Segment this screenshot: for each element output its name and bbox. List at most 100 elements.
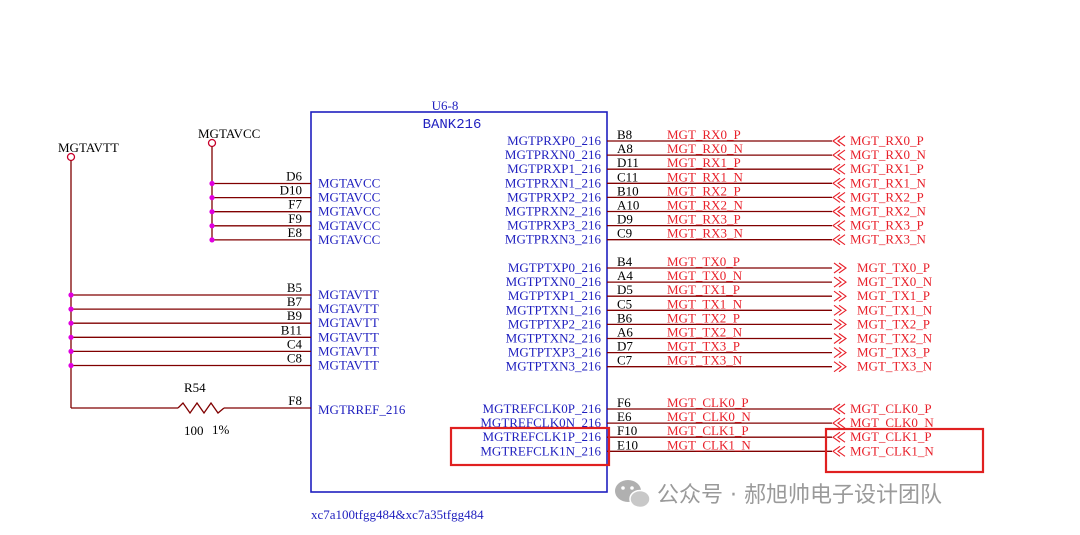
tx-port-arrow [833,304,842,316]
avtt-pin-name: MGTAVTT [318,343,379,358]
avcc-junction-dot [209,195,215,201]
rx-port-arrow [832,191,841,203]
avcc-pin-name: MGTAVCC [318,190,380,205]
tx-pin-number: A6 [617,325,633,340]
tx-port-arrow [838,304,847,316]
highlight-box-refclk1-ports [824,427,985,474]
avtt-junction-dot [68,306,74,312]
clk-pin-name: MGTREFCLK1N_216 [480,443,601,458]
rx-pin-number: A10 [617,198,639,213]
rx-port-arrow [837,177,846,189]
component-designator: U6-8 [432,98,459,113]
tx-port-arrow [838,318,847,330]
rx-pin-name: MGTPRXN1_216 [505,175,602,190]
watermark-text: 公众号 · 郝旭帅电子设计团队 [657,483,942,508]
avtt-pin-name: MGTAVTT [318,329,379,344]
clk-pin-number: F10 [617,423,637,438]
rx-net-label: MGT_RX1_P [667,155,741,170]
mgtavcc-label: MGTAVCC [198,126,260,141]
tx-pin-number: B6 [617,310,633,325]
avcc-pin-name: MGTAVCC [318,176,380,191]
resistor-ref: R54 [184,380,206,395]
rx-net-label: MGT_RX0_N [667,141,743,156]
avcc-pin-number: F7 [288,197,302,212]
tx-pin-name: MGTPTXP3_216 [508,345,602,360]
tx-port-label: MGT_TX3_N [857,359,933,374]
avtt-pin-number: B7 [287,294,303,309]
resistor-r54-symbol [177,401,225,415]
avtt-pin-number: B9 [287,308,302,323]
tx-pin-number: A4 [617,268,633,283]
tx-port-arrow [833,361,842,373]
rx-port-arrow [832,135,841,147]
clk-net-label: MGT_CLK0_N [667,409,751,424]
wechat-icon-eye [630,486,634,490]
tx-net-label: MGT_TX0_P [667,254,740,269]
avcc-pin-number: D6 [286,169,302,184]
wechat-icon [615,480,651,509]
clk-port-label: MGT_CLK0_N [850,415,934,430]
tx-pin-name: MGTPTXP2_216 [508,316,602,331]
rx-port-arrow [837,191,846,203]
rx-port-arrow [837,135,846,147]
avcc-pin-number: D10 [280,183,302,198]
avcc-junction-dot [209,237,215,243]
tx-pin-number: C7 [617,353,633,368]
avtt-pin-name: MGTAVTT [318,358,379,373]
avtt-pin-number: B11 [281,322,302,337]
rx-port-arrow [837,206,846,217]
rx-pin-number: D11 [617,155,639,170]
avcc-junction-dot [209,223,215,229]
rx-port-arrow [832,163,841,175]
tx-port-label: MGT_TX0_N [857,274,933,289]
clk-port-arrow [832,431,841,443]
clk-port-arrow [832,417,841,429]
tx-port-arrow [833,318,842,330]
rx-pin-number: C9 [617,226,632,241]
rx-port-label: MGT_RX2_P [850,189,924,204]
tx-net-label: MGT_TX0_N [667,268,743,283]
rx-net-label: MGT_RX3_N [667,226,743,241]
rref-pin-name: MGTRREF_216 [318,402,406,417]
tx-net-label: MGT_TX3_P [667,339,740,354]
tx-pin-number: B4 [617,254,633,269]
rx-pin-name: MGTPRXP0_216 [507,133,601,148]
tx-port-label: MGT_TX2_N [857,331,933,346]
rref-pin-number: F8 [288,393,302,408]
avcc-pin-number: F9 [288,211,302,226]
avcc-junction-dot [209,209,215,215]
tx-port-arrow [838,290,847,302]
avcc-pin-number: E8 [288,225,302,240]
avcc-pin-name: MGTAVCC [318,204,380,219]
tx-port-label: MGT_TX0_P [857,260,930,275]
avtt-junction-dot [68,348,74,354]
rx-port-arrow [837,163,846,175]
rx-pin-number: C11 [617,169,638,184]
clk-port-arrow [837,417,846,429]
tx-port-label: MGT_TX2_P [857,316,930,331]
avcc-pin-name: MGTAVCC [318,232,380,247]
rx-pin-name: MGTPRXP2_216 [507,189,601,204]
rx-port-label: MGT_RX3_N [850,232,926,247]
rx-port-arrow [832,149,841,161]
avtt-pin-number: C4 [287,336,303,351]
rx-port-label: MGT_RX1_N [850,175,926,190]
rx-port-arrow [832,206,841,217]
component-body [310,111,608,493]
clk-pin-name: MGTREFCLK0N_216 [480,415,601,430]
tx-pin-name: MGTPTXN2_216 [506,331,602,346]
tx-port-arrow [833,333,842,344]
rx-pin-number: B8 [617,127,632,142]
clk-port-arrow [837,403,846,415]
tx-port-arrow [838,347,847,359]
rx-pin-number: A8 [617,141,633,156]
tx-port-arrow [838,276,847,288]
rx-port-label: MGT_RX0_P [850,133,924,148]
avtt-pin-name: MGTAVTT [318,287,379,302]
clk-net-label: MGT_CLK1_N [667,437,751,452]
wechat-icon-bubble-small [629,489,651,509]
rx-port-arrow [837,234,846,246]
rx-pin-name: MGTPRXP1_216 [507,161,601,176]
rx-net-label: MGT_RX1_N [667,169,743,184]
clk-pin-number: F6 [617,395,631,410]
